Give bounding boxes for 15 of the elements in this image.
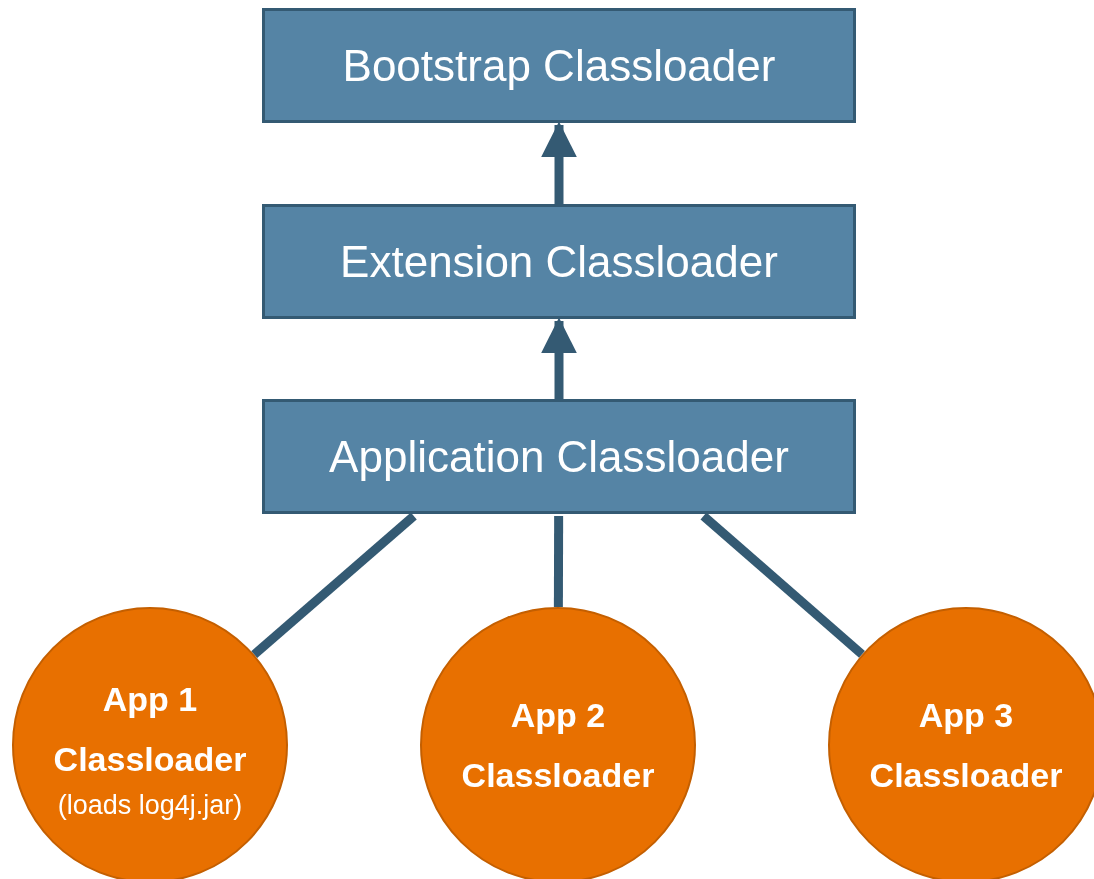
classloader-box xyxy=(262,399,856,514)
connector-line xyxy=(553,516,564,607)
connector-line xyxy=(251,512,417,658)
arrow xyxy=(541,317,577,399)
classloader-box xyxy=(262,8,856,123)
node-title: App 2 Classloader xyxy=(460,695,656,796)
node-title: App 1 Classloader xyxy=(52,679,248,780)
node-title: Application Classloader xyxy=(329,431,789,483)
classloader-box xyxy=(262,204,856,319)
node-note: (loads log4j.jar) xyxy=(57,789,243,821)
connector-line xyxy=(700,512,865,658)
node-title: Bootstrap Classloader xyxy=(342,40,776,92)
arrow xyxy=(541,121,577,204)
node-title: Extension Classloader xyxy=(340,236,778,288)
node-title: App 3 Classloader xyxy=(868,695,1064,796)
